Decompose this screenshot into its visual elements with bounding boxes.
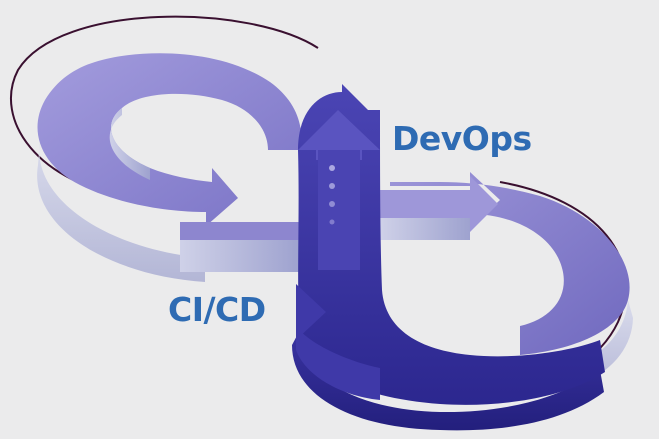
orbit-line-left: [9, 15, 319, 197]
lower-arrow: [296, 284, 380, 400]
devops-label: DevOps: [392, 119, 532, 158]
right-arrow-bar-side: [380, 218, 470, 240]
center-track-left: [180, 238, 300, 272]
glow-dot-4: [329, 219, 335, 225]
deep-strand-top: [298, 84, 605, 405]
right-loop-top: [390, 172, 630, 355]
cicd-label: CI/CD: [168, 290, 266, 329]
glow-dot-2: [329, 183, 335, 189]
arrow-shaft: [318, 150, 360, 270]
center-track-left-top: [180, 222, 300, 240]
glow-dot-1: [329, 165, 335, 171]
deep-strand-side: [292, 330, 604, 431]
glow-dot-3: [329, 201, 335, 207]
up-arrow-head: [298, 110, 380, 160]
left-loop-inner-side: [109, 108, 150, 180]
left-loop-top: [37, 53, 302, 226]
